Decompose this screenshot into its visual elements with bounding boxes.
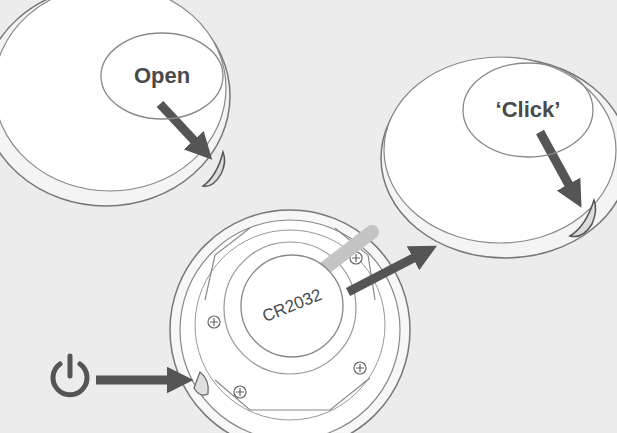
power-button <box>194 372 208 395</box>
lid-circle: ‘Click’ <box>462 62 594 158</box>
screws <box>208 252 366 398</box>
battery-tab <box>325 232 372 268</box>
battery-cell: CR2032 <box>240 254 344 358</box>
click-arrow <box>540 132 575 196</box>
power-symbol <box>53 356 180 395</box>
remove-arrow <box>348 252 425 292</box>
lid-closed <box>381 57 617 258</box>
lid-circle: Open <box>100 32 224 120</box>
lid-slot <box>203 152 225 186</box>
lid-open <box>0 0 230 206</box>
lid-slot <box>570 200 596 237</box>
node-label: ‘Click’ <box>496 97 561 123</box>
device-base <box>170 210 425 433</box>
power-arrow <box>96 376 180 385</box>
node-label: Open <box>134 63 190 89</box>
